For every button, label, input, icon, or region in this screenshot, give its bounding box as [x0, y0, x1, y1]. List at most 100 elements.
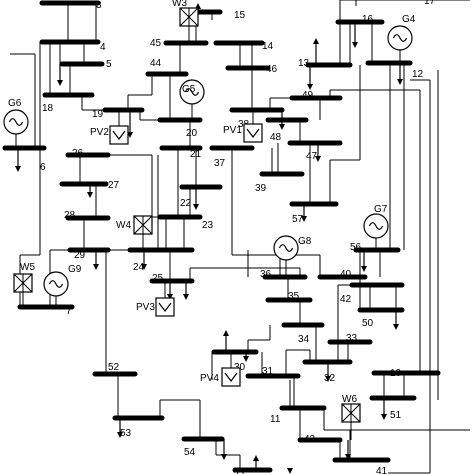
load-arrow-icon — [313, 38, 319, 44]
bus-label-7: 7 — [66, 306, 72, 317]
load-arrow-icon — [315, 156, 321, 162]
load-arrow-icon — [183, 294, 189, 300]
bus-label-35: 35 — [288, 291, 300, 302]
bus-label-51: 51 — [390, 410, 402, 421]
bus-label-41: 41 — [376, 466, 388, 474]
pv-box-icon-box — [109, 125, 129, 145]
bus-label-55: 55 — [233, 468, 245, 474]
load-arrow-icon — [361, 266, 367, 272]
bus-label-19: 19 — [92, 109, 104, 120]
pv-label-PV1: PV1 — [223, 125, 242, 136]
bus-label-40: 40 — [340, 269, 352, 280]
generator-label-G9: G9 — [68, 264, 82, 275]
load-arrow-icon — [193, 204, 199, 210]
load-arrow-icon — [87, 192, 93, 198]
bus-label-20: 20 — [186, 128, 198, 139]
bus-label-42: 42 — [340, 294, 352, 305]
pv-label-PV2: PV2 — [90, 127, 109, 138]
load-arrow-icon — [397, 79, 403, 85]
pv-box-icon-mark — [112, 130, 126, 140]
load-arrow-icon — [93, 264, 99, 270]
pv-box-icon-box — [155, 297, 175, 317]
bus-label-33: 33 — [346, 333, 358, 344]
sine-circle-icon-sine — [8, 118, 24, 126]
bus-label-26: 26 — [72, 148, 84, 159]
load-arrow-icon — [57, 80, 63, 86]
wind-label-W3: W3 — [172, 0, 187, 9]
wind-label-W5: W5 — [20, 262, 35, 273]
bus-label-45: 45 — [150, 38, 162, 49]
bus-label-50: 50 — [362, 318, 374, 329]
load-arrow-icon — [301, 216, 307, 222]
load-arrow-icon — [117, 432, 123, 438]
load-arrow-icon — [15, 166, 21, 172]
bus-label-56: 56 — [350, 242, 362, 253]
bus-label-27: 27 — [108, 180, 120, 191]
bus-label-3: 3 — [96, 0, 102, 11]
bus-label-46: 46 — [266, 64, 278, 75]
bus-label-14: 14 — [262, 41, 274, 52]
bus-label-44: 44 — [150, 58, 162, 69]
bus-label-43: 43 — [304, 434, 316, 445]
generator-label-G4: G4 — [402, 14, 416, 25]
generator-label-G6: G6 — [8, 98, 22, 109]
wind-label-W4: W4 — [116, 220, 131, 231]
bus-label-57: 57 — [292, 214, 304, 225]
bus-label-24: 24 — [133, 262, 145, 273]
load-arrow-icon — [141, 264, 147, 270]
bus-label-49: 49 — [302, 90, 314, 101]
bus-label-36: 36 — [260, 269, 272, 280]
pv-label-PV4: PV4 — [200, 373, 219, 384]
bus-label-10: 10 — [390, 368, 402, 379]
pv-box-icon-box — [221, 367, 241, 387]
load-arrow-icon — [243, 356, 249, 362]
bus-label-22: 22 — [180, 198, 192, 209]
load-arrow-icon — [279, 124, 285, 130]
load-arrow-icon — [307, 84, 313, 90]
load-arrow-icon — [352, 42, 358, 48]
bus-label-6: 6 — [40, 162, 46, 173]
load-arrow-icon — [345, 454, 351, 460]
bus-label-5: 5 — [106, 59, 112, 70]
sine-circle-icon-sine — [392, 34, 408, 42]
pv-box-icon-box — [243, 123, 263, 143]
bus-label-34: 34 — [298, 334, 310, 345]
bus-label-21: 21 — [190, 149, 202, 160]
bus-label-52: 52 — [108, 362, 120, 373]
bus-label-15: 15 — [234, 10, 246, 21]
sine-circle-icon-sine — [368, 222, 384, 230]
load-arrow-icon — [381, 414, 387, 420]
sine-circle-icon-sine — [184, 88, 200, 96]
load-arrow-icon — [223, 330, 229, 336]
bus-label-28: 28 — [64, 210, 76, 221]
bus-label-48: 48 — [270, 132, 282, 143]
bus-label-37: 37 — [214, 158, 226, 169]
bus-label-18: 18 — [42, 103, 54, 114]
bus-label-29: 29 — [74, 250, 86, 261]
load-arrow-icon — [253, 455, 259, 461]
bus-label-16: 16 — [362, 14, 374, 25]
load-arrow-icon — [325, 376, 331, 382]
bus-label-32: 32 — [324, 373, 336, 384]
bus-label-17: 17 — [424, 0, 436, 7]
pv-label-PV3: PV3 — [136, 302, 155, 313]
load-arrow-icon — [393, 324, 399, 330]
bus-label-4: 4 — [100, 42, 106, 53]
generator-label-G7: G7 — [374, 204, 388, 215]
bus-label-13: 13 — [298, 58, 310, 69]
pv-box-icon-mark — [246, 128, 260, 138]
bus-label-11: 11 — [270, 414, 281, 425]
bus-label-53: 53 — [120, 428, 132, 439]
sine-circle-icon-sine — [48, 280, 64, 288]
load-arrow-icon — [221, 454, 227, 460]
bus-label-54: 54 — [184, 447, 196, 458]
bus-label-31: 31 — [262, 366, 274, 377]
generator-label-G5: G5 — [182, 84, 196, 95]
sine-circle-icon-sine — [278, 244, 294, 252]
pv-box-icon-mark — [158, 302, 172, 312]
bus-label-23: 23 — [202, 220, 214, 231]
generator-label-G8: G8 — [298, 236, 312, 247]
bus-label-47: 47 — [306, 151, 318, 162]
